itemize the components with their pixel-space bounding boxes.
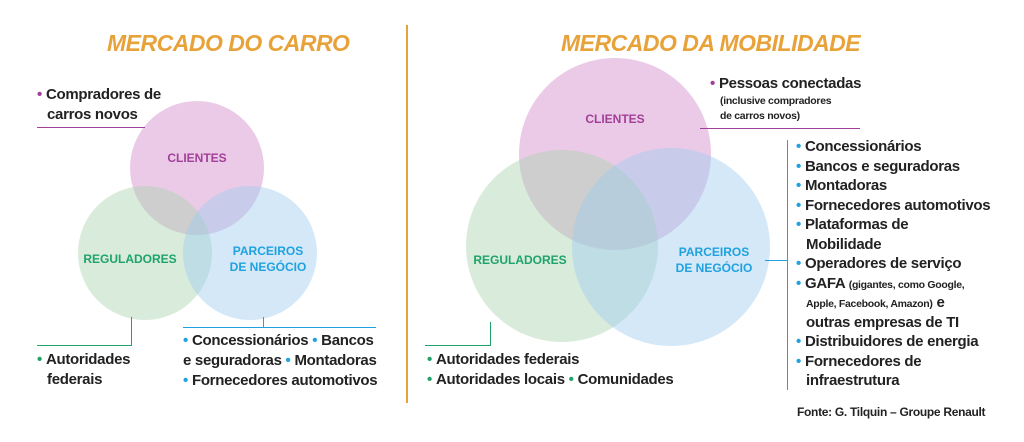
right-label-parceiros: PARCEIROS DE NEGÓCIO	[664, 244, 764, 276]
right-reguladores-connector-h	[425, 345, 491, 346]
right-clientes-list: •Pessoas conectadas (inclusive comprador…	[710, 75, 862, 122]
left-parceiros-list: •Concessionários •Bancos e seguradoras •…	[183, 332, 378, 389]
right-circle-clientes	[519, 58, 711, 250]
right-clientes-note: de carros novos)	[720, 110, 800, 122]
left-clientes-item: Compradores de	[45, 86, 161, 103]
right-parceiros-connector-v	[787, 140, 788, 390]
left-parceiros-item: Concessionários	[191, 332, 309, 349]
right-circle-reguladores	[466, 150, 658, 342]
right-label-reguladores: REGULADORES	[473, 253, 567, 267]
left-parceiros-connector-v	[263, 317, 264, 327]
right-reguladores-list: •Autoridades federais •Autoridades locai…	[427, 351, 674, 388]
left-clientes-list: •Compradores de carros novos	[37, 86, 161, 123]
right-parceiros-item: Mobilidade	[806, 235, 882, 253]
left-label-parceiros: PARCEIROS DE NEGÓCIO	[218, 243, 318, 275]
right-clientes-item: Pessoas conectadas	[718, 75, 862, 92]
right-reguladores-item: Autoridades federais	[435, 351, 580, 368]
right-label-clientes: CLIENTES	[585, 112, 645, 126]
right-parceiros-item: infraestrutura	[806, 372, 900, 389]
left-clientes-item: carros novos	[47, 106, 138, 123]
source-note: Fonte: G. Tilquin – Groupe Renault	[797, 405, 986, 419]
right-parceiros-item: GAFA	[804, 274, 845, 292]
left-label-clientes: CLIENTES	[167, 151, 227, 165]
right-parceiros-list: •Concessionários •Bancos e seguradoras •…	[796, 138, 991, 389]
left-parceiros-item: Fornecedores automotivos	[191, 372, 378, 389]
right-parceiros-connector-h	[765, 260, 787, 261]
left-label-parceiros-1: PARCEIROS	[232, 244, 304, 258]
right-circle-parceiros	[572, 148, 770, 346]
right-parceiros-item: Distribuidores de energia	[804, 333, 979, 350]
right-parceiros-item: Concessionários	[804, 138, 922, 155]
right-parceiros-item: Montadoras	[804, 177, 887, 194]
left-parceiros-item: Bancos	[321, 332, 374, 349]
right-parceiros-note: Apple, Facebook, Amazon)	[806, 298, 933, 310]
right-parceiros-item: Bancos e seguradoras	[804, 157, 960, 175]
divider	[406, 25, 408, 403]
left-label-reguladores: REGULADORES	[83, 252, 177, 266]
right-label-parceiros-2: DE NEGÓCIO	[675, 261, 753, 275]
right-parceiros-item: Fornecedores automotivos	[804, 196, 991, 214]
left-parceiros-item: Montadoras	[294, 352, 377, 369]
left-reguladores-item: Autoridades	[45, 351, 131, 368]
right-reguladores-connector-v	[490, 322, 491, 345]
right-parceiros-item: outras empresas de TI	[806, 313, 959, 331]
left-circle-parceiros	[183, 186, 317, 320]
right-title: MERCADO DA MOBILIDADE	[561, 30, 861, 56]
left-circle-reguladores	[78, 186, 212, 320]
left-clientes-connector	[37, 127, 145, 128]
left-title: MERCADO DO CARRO	[107, 30, 350, 56]
left-parceiros-connector-h	[183, 327, 376, 328]
right-parceiros-note: (gigantes, como Google,	[848, 278, 965, 291]
right-parceiros-item: Plataformas de	[804, 216, 909, 233]
left-parceiros-item: e seguradoras	[183, 352, 282, 369]
left-circle-clientes	[130, 101, 264, 235]
left-reguladores-list: •Autoridades federais	[37, 351, 131, 388]
right-reguladores-item: Autoridades locais	[435, 371, 565, 388]
right-label-parceiros-1: PARCEIROS	[678, 245, 750, 259]
left-reguladores-connector-v	[131, 317, 132, 345]
left-label-parceiros-2: DE NEGÓCIO	[229, 260, 307, 274]
right-parceiros-item: Operadores de serviço	[804, 255, 962, 272]
right-parceiros-item: e	[936, 294, 945, 311]
left-reguladores-item: federais	[47, 371, 103, 388]
left-reguladores-connector-h	[37, 345, 132, 346]
right-clientes-connector	[700, 128, 860, 129]
right-parceiros-item: Fornecedores de	[804, 352, 922, 370]
right-clientes-note: (inclusive compradores	[720, 95, 832, 107]
right-reguladores-item: Comunidades	[577, 371, 674, 388]
